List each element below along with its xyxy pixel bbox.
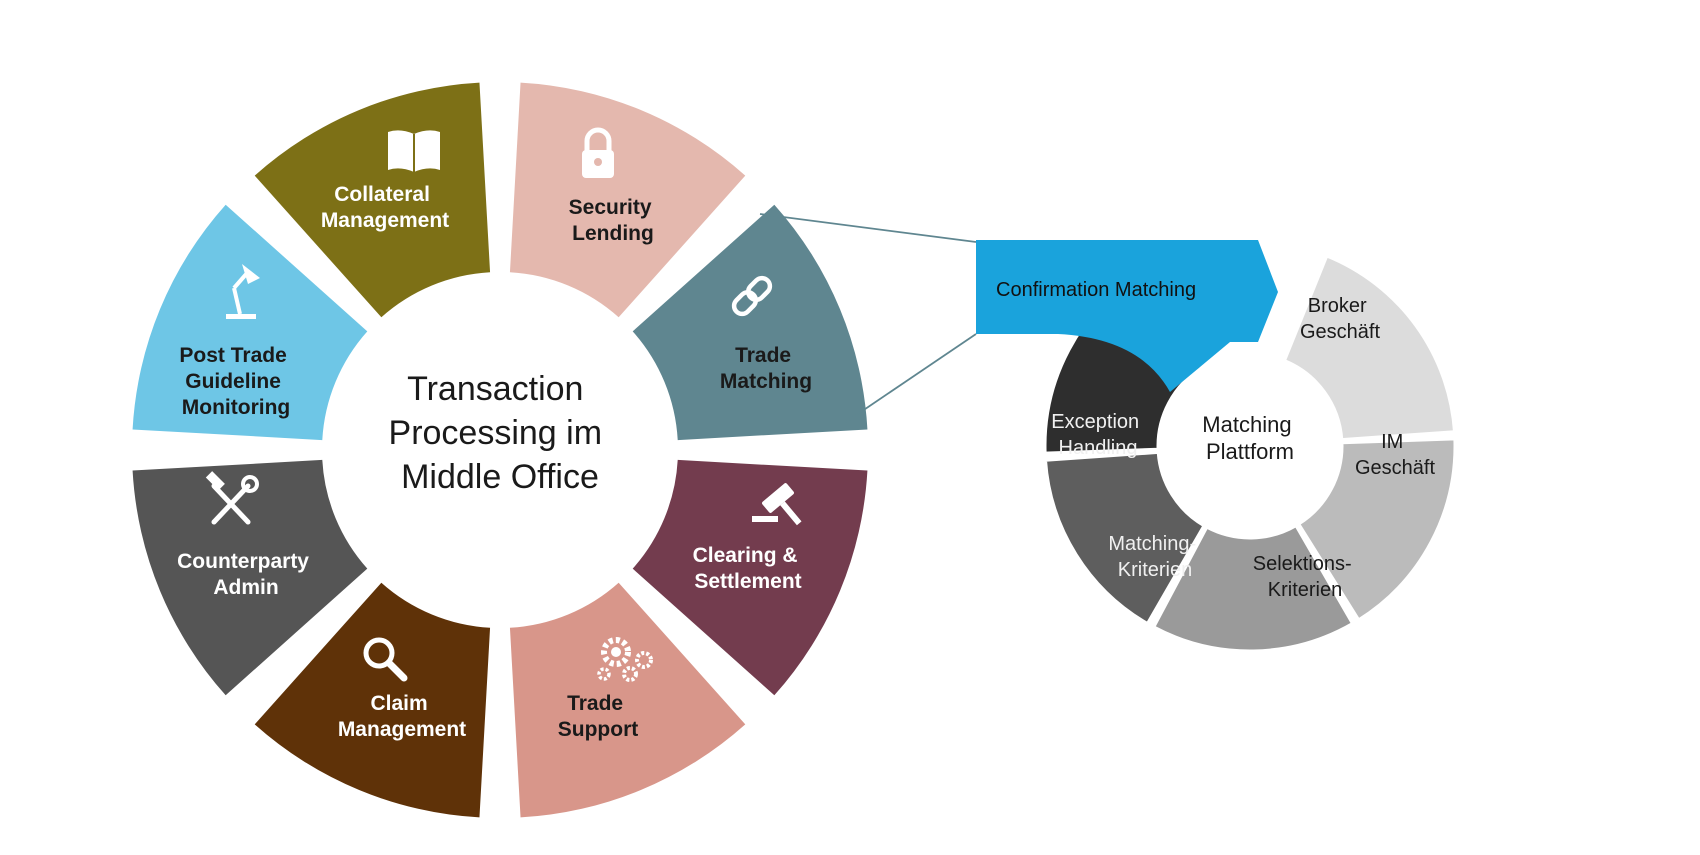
arc-broker-geschaeft-shape xyxy=(1282,253,1457,442)
segment-collateral-management[interactable]: Collateral Management xyxy=(254,82,491,318)
svg-text:Trade Support: Trade Support xyxy=(558,692,638,741)
segment-clearing-settlement-line-2: Settlement xyxy=(694,570,801,593)
segment-counterparty-admin-shape xyxy=(132,459,368,696)
segment-collateral-management-line-2: Management xyxy=(321,209,449,232)
svg-text:Clearing & Settlement: Clearing & Settlement xyxy=(693,544,804,593)
wheel-title-line-2: Processing im xyxy=(389,414,603,452)
lock-icon xyxy=(582,127,614,178)
wheel-center-title: Transaction Processing im Middle Office xyxy=(389,370,612,496)
gavel-icon xyxy=(752,483,802,526)
svg-text:Counterparty Admin: Counterparty Admin xyxy=(177,550,315,599)
arc-matching-kriterien-line-2: Kriterien xyxy=(1118,559,1192,581)
svg-text:IM Geschäft: IM Geschäft xyxy=(1355,431,1435,479)
segment-post-trade-line-1: Post Trade xyxy=(179,344,286,367)
arc-broker-geschaeft[interactable]: Broker Geschäft xyxy=(1282,253,1457,442)
arc-selektions-kriterien[interactable]: Selektions- Kriterien xyxy=(1151,523,1358,653)
arc-selektions-line-1: Selektions- xyxy=(1253,553,1352,575)
segment-trade-support[interactable]: Trade Support xyxy=(509,582,746,818)
svg-text:Post Trade Guideline: Post Trade Guideline Monitoring xyxy=(179,344,292,419)
segment-trade-matching[interactable]: Trade Matching xyxy=(632,204,868,441)
wheel-title-line-1: Transaction xyxy=(407,370,583,408)
magnifier-icon xyxy=(363,637,408,682)
arc-exception-line-2: Handling xyxy=(1059,437,1138,459)
arc-im-line-2: Geschäft xyxy=(1355,457,1435,479)
matching-platform-cycle: Broker Geschäft IM Geschäft Selektions- … xyxy=(976,240,1457,653)
tools-icon xyxy=(205,471,259,525)
segment-post-trade-guideline-monitoring[interactable]: Post Trade Guideline Monitoring xyxy=(132,204,368,441)
segment-clearing-settlement-line-1: Clearing & xyxy=(693,544,798,567)
segment-security-lending-line-2: Lending xyxy=(572,222,654,245)
segment-claim-management[interactable]: Claim Management xyxy=(254,582,491,818)
hub-line-2: Plattform xyxy=(1206,439,1294,464)
transaction-processing-wheel: Security Lending Trade Matching xyxy=(132,82,868,818)
arc-im-geschaeft[interactable]: IM Geschäft xyxy=(1296,431,1457,622)
segment-post-trade-line-3: Monitoring xyxy=(182,396,290,419)
arc-selektions-line-2: Kriterien xyxy=(1268,579,1342,601)
desk-lamp-icon xyxy=(226,264,260,319)
segment-post-trade-line-2: Guideline xyxy=(185,370,281,393)
svg-text:Selektions- Kriterien: Selektions- Kriterien xyxy=(1253,553,1358,601)
segment-security-lending-shape xyxy=(509,82,746,318)
segment-collateral-management-line-1: Collateral xyxy=(334,183,430,206)
segment-trade-support-line-2: Support xyxy=(558,718,638,741)
svg-text:Trade Matching: Trade Matching xyxy=(720,344,812,393)
arc-matching-kriterien[interactable]: Matching- Kriterien xyxy=(1043,450,1207,626)
svg-text:Matching- Kriterien: Matching- Kriterien xyxy=(1108,533,1201,581)
segment-counterparty-admin-line-1: Counterparty xyxy=(177,550,309,573)
svg-text:Broker Geschäft: Broker Geschäft xyxy=(1300,295,1380,343)
confirmation-matching-banner[interactable]: Confirmation Matching xyxy=(976,240,1278,392)
segment-counterparty-admin-line-2: Admin xyxy=(213,576,278,599)
segment-trade-matching-shape xyxy=(632,204,868,441)
segment-claim-management-line-1: Claim xyxy=(370,692,427,715)
gears-icon xyxy=(597,637,653,682)
arc-exception-line-1: Exception xyxy=(1051,411,1139,433)
arc-selektions-kriterien-shape xyxy=(1151,523,1355,653)
confirmation-matching-banner-shape xyxy=(976,240,1278,392)
segment-security-lending-line-1: Security xyxy=(569,196,652,219)
segment-trade-support-line-1: Trade xyxy=(567,692,623,715)
segment-security-lending[interactable]: Security Lending xyxy=(509,82,746,318)
segment-post-trade-guideline-monitoring-shape xyxy=(132,204,368,441)
segment-trade-matching-line-2: Matching xyxy=(720,370,812,393)
arc-matching-kriterien-shape xyxy=(1043,450,1207,626)
svg-text:Security Lending: Security Lending xyxy=(569,196,658,245)
matching-hub-label: Matching Plattform xyxy=(1202,412,1297,464)
svg-text:Exception Handling: Exception Handling xyxy=(1051,411,1144,459)
arc-broker-line-2: Geschäft xyxy=(1300,321,1380,343)
segment-counterparty-admin[interactable]: Counterparty Admin xyxy=(132,459,368,696)
hub-line-1: Matching xyxy=(1202,412,1291,437)
svg-text:Claim Management: Claim Management xyxy=(338,692,466,741)
zoom-connector xyxy=(759,213,977,423)
segment-clearing-settlement-shape xyxy=(632,459,868,696)
segment-trade-support-shape xyxy=(509,582,746,818)
segment-claim-management-line-2: Management xyxy=(338,718,466,741)
arc-broker-line-1: Broker xyxy=(1308,295,1367,317)
open-book-icon xyxy=(388,130,440,172)
confirmation-matching-label: Confirmation Matching xyxy=(996,279,1196,301)
segment-clearing-settlement[interactable]: Clearing & Settlement xyxy=(632,459,868,696)
wheel-title-line-3: Middle Office xyxy=(401,458,599,496)
segment-trade-matching-line-1: Trade xyxy=(735,344,791,367)
arc-im-line-1: IM xyxy=(1381,431,1403,453)
segment-claim-management-shape xyxy=(254,582,491,818)
arc-im-geschaeft-shape xyxy=(1296,437,1457,622)
arc-matching-kriterien-line-1: Matching- xyxy=(1108,533,1196,555)
svg-text:Collateral Management: Collateral Management xyxy=(321,183,449,232)
